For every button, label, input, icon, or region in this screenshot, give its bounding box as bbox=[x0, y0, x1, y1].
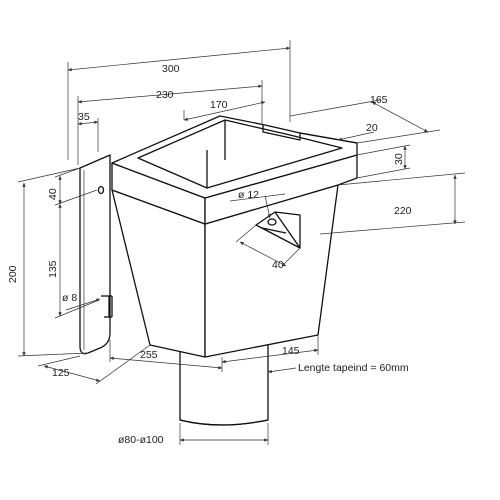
dim-40-notch: 40 bbox=[235, 224, 301, 271]
dim-hole-8: ø 8 bbox=[62, 292, 101, 311]
svg-text:20: 20 bbox=[366, 122, 378, 134]
svg-text:145: 145 bbox=[282, 345, 300, 357]
dim-300: 300 bbox=[67, 40, 291, 160]
svg-text:40: 40 bbox=[47, 188, 59, 200]
svg-text:300: 300 bbox=[162, 63, 180, 75]
svg-text:30: 30 bbox=[393, 153, 405, 165]
svg-text:170: 170 bbox=[210, 99, 228, 111]
svg-text:220: 220 bbox=[394, 205, 412, 217]
dim-20: 20 bbox=[337, 122, 378, 141]
svg-text:Lengte tapeind = 60mm: Lengte tapeind = 60mm bbox=[298, 362, 409, 374]
dim-200: 200 bbox=[7, 167, 89, 357]
dim-220: 220 bbox=[319, 172, 466, 235]
dim-255: 255 bbox=[109, 340, 223, 372]
spigot-note: Lengte tapeind = 60mm bbox=[267, 362, 409, 374]
mounting-hole bbox=[97, 185, 105, 195]
dim-170: 170 bbox=[183, 99, 266, 121]
dim-135: 135 bbox=[47, 203, 100, 319]
svg-text:ø80-ø100: ø80-ø100 bbox=[118, 434, 164, 446]
svg-text:ø 8: ø 8 bbox=[62, 292, 77, 304]
overflow-notch bbox=[255, 211, 301, 249]
svg-text:40: 40 bbox=[272, 259, 284, 271]
mounting-bolt bbox=[101, 295, 113, 318]
dim-230: 230 bbox=[77, 80, 263, 165]
dim-35: 35 bbox=[77, 111, 99, 152]
svg-text:135: 135 bbox=[47, 260, 59, 278]
svg-text:ø 12: ø 12 bbox=[238, 189, 259, 201]
svg-text:255: 255 bbox=[140, 349, 158, 361]
dim-145: 145 bbox=[221, 335, 319, 364]
dim-40-left: 40 bbox=[47, 167, 98, 206]
svg-text:230: 230 bbox=[156, 89, 174, 101]
svg-text:200: 200 bbox=[7, 265, 19, 283]
svg-text:125: 125 bbox=[52, 367, 70, 379]
back-plate bbox=[79, 154, 111, 355]
dim-30: 30 bbox=[356, 144, 411, 179]
svg-text:35: 35 bbox=[78, 111, 90, 123]
dim-spigot-diameter: ø80-ø100 bbox=[118, 423, 269, 446]
dim-hole-12: ø 12 bbox=[229, 189, 286, 219]
svg-text:165: 165 bbox=[370, 94, 388, 106]
dim-165: 165 bbox=[289, 94, 441, 144]
